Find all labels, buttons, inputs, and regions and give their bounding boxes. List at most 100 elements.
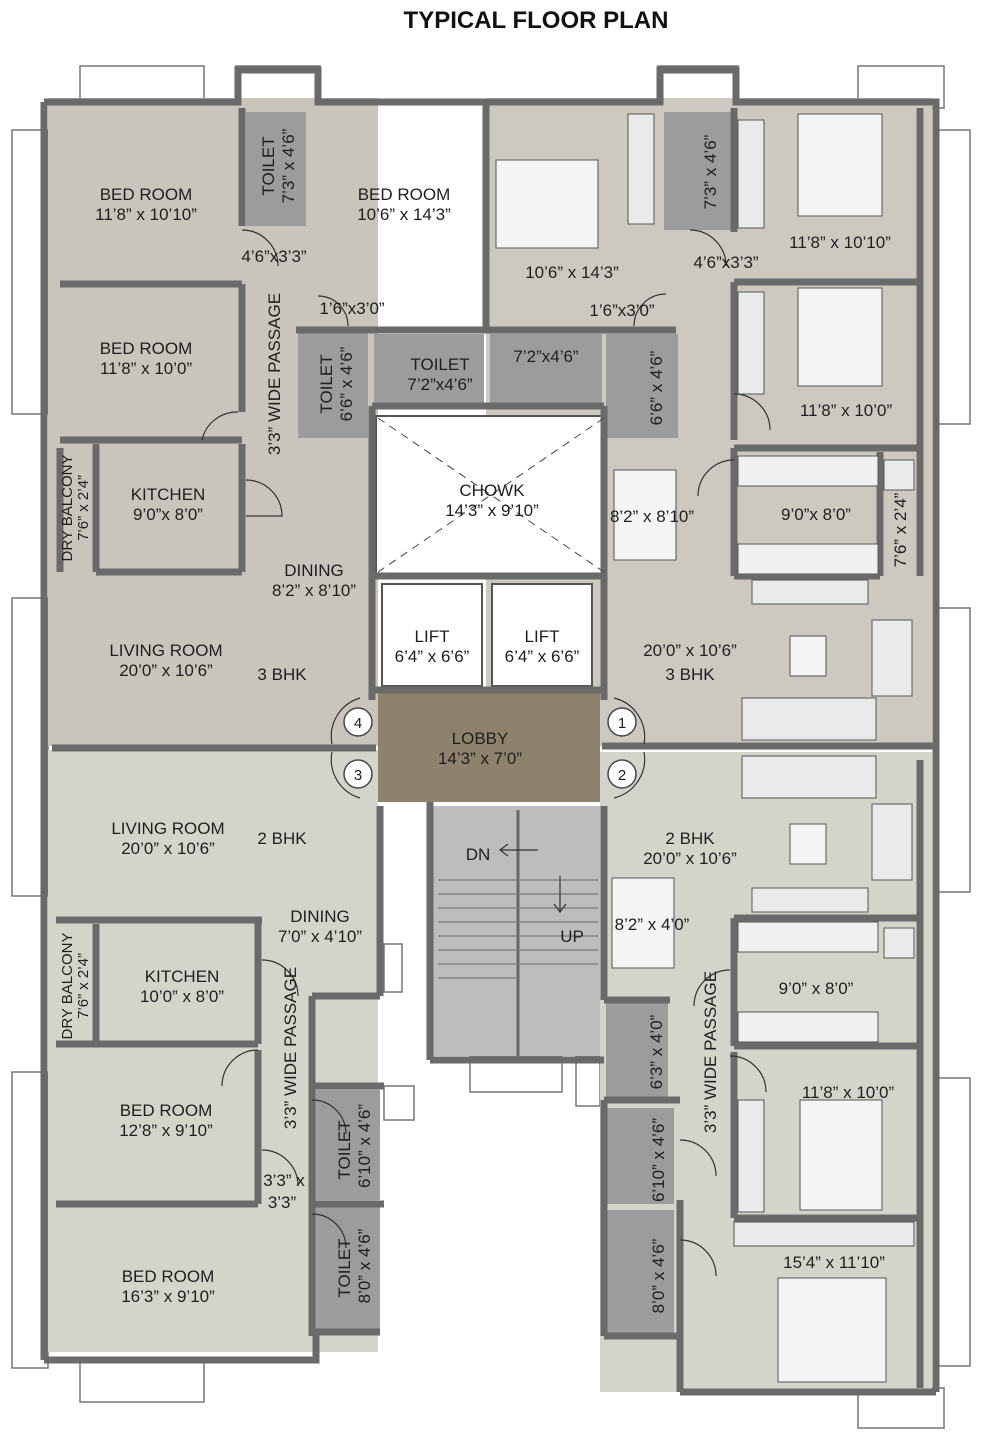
f1-master-plain: 10’6” x 14’3” bbox=[525, 263, 619, 282]
lobby-size: 14’3” x 7’0” bbox=[438, 749, 522, 768]
f3-bed1-name: BED ROOM bbox=[120, 1101, 213, 1120]
f4-toilet1-name: TOILET bbox=[259, 136, 278, 195]
f4-living-name: LIVING ROOM bbox=[109, 641, 222, 660]
f2-toilet3-size: 8’0” x 4’6” bbox=[649, 1238, 668, 1313]
f2-bed2-size: 15’4” x 11’10” bbox=[783, 1253, 885, 1272]
f3-drybalcony-name: DRY BALCONY bbox=[59, 933, 76, 1040]
f3-kitchen-name: KITCHEN bbox=[145, 967, 220, 986]
lift1-name: LIFT bbox=[415, 627, 450, 646]
f1-passage-b: 1’6”x3’0” bbox=[319, 299, 385, 318]
badge-flat-2: 2 bbox=[618, 767, 626, 784]
stair-dn: DN bbox=[466, 845, 491, 864]
f3-toilet1-name: TOILET bbox=[335, 1120, 354, 1179]
f3-toilet2-size: 8’0” x 4’6” bbox=[355, 1228, 374, 1303]
f4-kitchen-name: KITCHEN bbox=[131, 485, 206, 504]
bed-flat1-c bbox=[797, 287, 883, 387]
furniture bbox=[495, 113, 915, 1383]
bed-flat1-b bbox=[797, 113, 883, 217]
f3-passage: 3’3” WIDE PASSAGE bbox=[281, 967, 300, 1129]
f4-toilet1-size: 7’3” x 4’6” bbox=[279, 128, 298, 203]
f1-type: 3 BHK bbox=[665, 665, 715, 684]
f2-living-size: 20’0” x 10’6” bbox=[643, 849, 737, 868]
bed-flat2-a bbox=[799, 1099, 883, 1211]
f3-living-size: 20’0” x 10’6” bbox=[121, 839, 215, 858]
f3-bed1-size: 12’8” x 9’10” bbox=[119, 1121, 213, 1140]
f1-drybalcony-size: 7’6” x 2’4” bbox=[891, 492, 910, 567]
lift-1-shaft bbox=[381, 583, 483, 687]
f2-dining-size: 8’2” x 4’0” bbox=[615, 915, 690, 934]
lift-2-shaft bbox=[491, 583, 593, 687]
f2-kitchen-size: 9’0” x 8’0” bbox=[779, 979, 854, 998]
f4-type: 3 BHK bbox=[257, 665, 307, 684]
f1-toiletc-name: TOILET bbox=[410, 355, 469, 374]
f4-kitchen-size: 9’0”x 8’0” bbox=[133, 505, 203, 524]
f3-passage-small-2: 3’3” bbox=[268, 1193, 297, 1212]
bed-master-flat1 bbox=[495, 159, 599, 249]
f2-type: 2 BHK bbox=[665, 829, 715, 848]
chowk-name: CHOWK bbox=[459, 481, 525, 500]
f1-living-size: 20’0” x 10’6” bbox=[643, 641, 737, 660]
stair-up: UP bbox=[560, 927, 584, 946]
f4-bed1-name: BED ROOM bbox=[100, 185, 193, 204]
f1-master-name: BED ROOM bbox=[358, 185, 451, 204]
plan-title: TYPICAL FLOOR PLAN bbox=[404, 7, 669, 34]
f3-toilet2-name: TOILET bbox=[335, 1238, 354, 1297]
stair-arrows bbox=[499, 843, 567, 913]
f3-kitchen-size: 10’0” x 8’0” bbox=[140, 987, 224, 1006]
f3-passage-small-1: 3’3” x bbox=[263, 1171, 305, 1190]
f4-dining-size: 8’2” x 8’10” bbox=[272, 581, 356, 600]
f1-toiletd-size: 7’2”x4’6” bbox=[513, 347, 579, 366]
f1-toileta-size: 7’3” x 4’6” bbox=[701, 134, 720, 209]
badge-flat-3: 3 bbox=[354, 767, 362, 784]
lobby-floor bbox=[378, 692, 600, 802]
walls bbox=[40, 66, 940, 1396]
stair-treads bbox=[438, 810, 598, 1056]
f2-toilet1-size: 6’3” x 4’0” bbox=[647, 1014, 666, 1089]
f1-toiletb-name: TOILET bbox=[317, 354, 336, 413]
f1-dining-size: 8’2” x 8’10” bbox=[610, 507, 694, 526]
f3-toilet1-size: 6’10” x 4’6” bbox=[355, 1104, 374, 1188]
staircase bbox=[432, 806, 600, 1056]
f1-passage-a: 4’6”x3’3” bbox=[693, 253, 759, 272]
f2-passage: 3’3” WIDE PASSAGE bbox=[701, 971, 720, 1133]
badge-flat-1: 1 bbox=[618, 715, 626, 732]
f3-dining-name: DINING bbox=[290, 907, 350, 926]
f1-bed2-size: 11’8” x 10’10” bbox=[789, 233, 891, 252]
lift2-name: LIFT bbox=[525, 627, 560, 646]
f3-type: 2 BHK bbox=[257, 829, 307, 848]
f3-bed2-name: BED ROOM bbox=[122, 1267, 215, 1286]
f1-toiletb-size: 6’6” x 4’6” bbox=[337, 346, 356, 421]
toilet-blocks bbox=[246, 112, 732, 1334]
f1-toiletc-size: 7’2”x4’6” bbox=[407, 375, 473, 394]
f4-drybalcony-name: DRY BALCONY bbox=[59, 455, 76, 562]
f4-bed1-size: 11’8” x 10’10” bbox=[95, 205, 197, 224]
flat-badges bbox=[343, 707, 637, 789]
f4-dining-name: DINING bbox=[284, 561, 344, 580]
f4-drybalcony-size: 7’6” x 2’4” bbox=[75, 475, 92, 541]
f1-bed3-size: 11’8” x 10’0” bbox=[800, 401, 893, 420]
f3-bed2-size: 16’3” x 9’10” bbox=[121, 1287, 215, 1306]
f3-dining-size: 7’0” x 4’10” bbox=[278, 927, 362, 946]
chowk-size: 14’3” x 9’10” bbox=[445, 501, 539, 520]
badge-flat-4: 4 bbox=[354, 715, 362, 732]
lift1-size: 6’4” x 6’6” bbox=[395, 647, 470, 666]
f3-living-name: LIVING ROOM bbox=[111, 819, 224, 838]
lift2-size: 6’4” x 6’6” bbox=[505, 647, 580, 666]
lobby-name: LOBBY bbox=[452, 729, 509, 748]
door-swings bbox=[201, 229, 771, 1277]
chowk-cross bbox=[377, 417, 605, 573]
f4-passage: 3’3” WIDE PASSAGE bbox=[265, 293, 284, 455]
f3-drybalcony-size: 7’6” x 2’4” bbox=[75, 953, 92, 1019]
f4-toilet-passage: 4’6”x3’3” bbox=[241, 247, 307, 266]
f1-toilete-size: 6’6” x 4’6” bbox=[647, 350, 666, 425]
f2-toilet2-size: 6’10” x 4’6” bbox=[649, 1118, 668, 1202]
f4-living-size: 20’0” x 10’6” bbox=[119, 661, 213, 680]
f2-bed1-size: 11’8” x 10’0” bbox=[802, 1083, 895, 1102]
f4-bed2-size: 11’8” x 10’0” bbox=[100, 359, 193, 378]
bed-flat2-b bbox=[777, 1277, 887, 1383]
f4-bed2-name: BED ROOM bbox=[100, 339, 193, 358]
f1-kitchen-size: 9’0”x 8’0” bbox=[781, 505, 851, 524]
f1-master-size: 10’6” x 14’3” bbox=[357, 205, 451, 224]
f1-passage-c: 1’6”x3’0” bbox=[589, 301, 655, 320]
